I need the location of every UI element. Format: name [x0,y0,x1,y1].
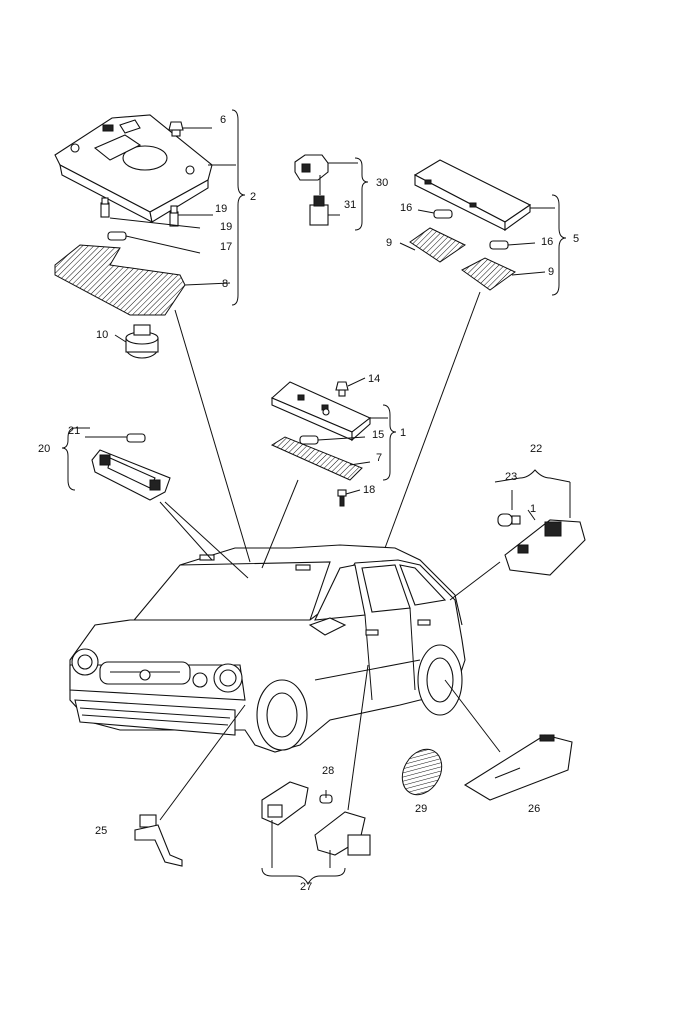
callout-22: 22 [530,443,542,455]
callout-9b: 9 [548,266,554,278]
screw-18 [337,489,347,507]
callout-21: 21 [68,425,80,437]
lens-9b [461,257,516,291]
bulb-16b [489,240,509,250]
bulb-15 [299,435,319,445]
car-body [69,544,466,753]
callout-15: 15 [372,429,384,441]
callout-25: 25 [95,825,107,837]
callout-6: 6 [220,114,226,126]
callout-19b: 19 [220,221,232,233]
interior-light-1 [270,381,372,442]
glovebox-light-22 [504,519,586,576]
callout-30: 30 [376,177,388,189]
callout-16a: 16 [400,202,412,214]
callout-28: 28 [322,765,334,777]
lens-9a [409,227,466,263]
callout-5: 5 [573,233,579,245]
callout-17: 17 [220,241,232,253]
callout-9a: 9 [386,237,392,249]
footwell-light-20 [91,449,171,501]
screw-part-6 [168,121,184,137]
callout-1: 1 [400,427,406,439]
bulb-16a [433,209,453,219]
callout-14: 14 [368,373,380,385]
callout-18: 18 [363,484,375,496]
front-interior-light-housing [54,114,213,224]
callout-8: 8 [222,278,228,290]
callout-10: 10 [96,329,108,341]
entry-light-27b [314,811,371,856]
screw-14 [335,381,349,397]
bulb-23 [497,513,521,527]
callout-19a: 19 [215,203,227,215]
callout-31: 31 [344,199,356,211]
callout-7: 7 [376,452,382,464]
bulb-holder-19a [100,197,110,218]
bulb-holder-19b [169,205,179,227]
bulb-21 [126,433,146,443]
callout-23: 23 [505,471,517,483]
reading-light-switch-30 [294,154,329,226]
callout-27: 27 [300,881,312,893]
callout-20: 20 [38,443,50,455]
entry-light-housing-27a [261,781,309,826]
callout-1b: 1 [530,503,536,515]
callout-16b: 16 [541,236,553,248]
door-contact-switch-25 [134,814,183,867]
lens-8 [54,244,186,316]
callout-26: 26 [528,803,540,815]
rear-interior-light-5 [413,159,532,232]
callout-29: 29 [415,803,427,815]
lens-7 [270,436,363,481]
bulb-17 [107,231,127,241]
pointer-lines [159,291,501,821]
speaker-grille-29 [401,748,443,796]
callout-2: 2 [250,191,256,203]
switch-10 [125,324,159,359]
trunk-light-26 [463,734,573,801]
